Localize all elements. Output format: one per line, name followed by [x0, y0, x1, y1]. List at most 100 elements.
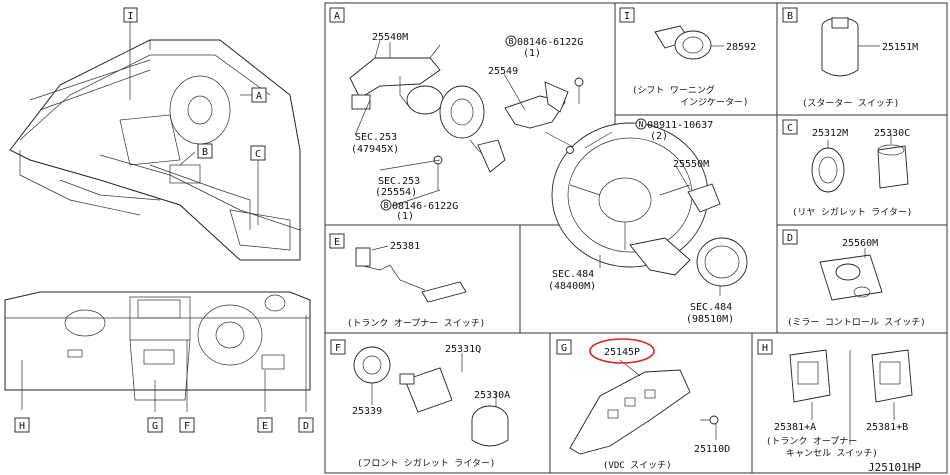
label-28592: 28592 — [726, 42, 756, 53]
label-25330A: 25330A — [474, 390, 510, 401]
airbag-module-drawing — [696, 237, 748, 287]
panel-G-tag: G — [556, 339, 572, 355]
label-sec253-b-sub: (25554) — [375, 187, 417, 198]
svg-text:I: I — [624, 11, 630, 22]
overview-tag-A[interactable]: A — [251, 87, 267, 103]
label-bolt-1-qty: (1) — [523, 48, 541, 59]
dashboard-overview-top — [9, 22, 301, 261]
starter-switch-drawing — [821, 17, 880, 77]
nut-n-circle — [635, 118, 647, 130]
svg-text:E: E — [262, 421, 268, 432]
label-sec484-a: SEC.484 — [552, 269, 594, 280]
panel-F-tag: F — [330, 339, 346, 355]
label-sec484-a-sub: (48400M) — [548, 281, 596, 292]
label-sec253-a: SEC.253 — [355, 132, 397, 143]
drawing-code: J25101HP — [868, 461, 921, 474]
bolt-b-circle-1-letter: B — [509, 37, 514, 46]
label-25330C: 25330C — [874, 128, 910, 139]
caption-H-line1: (トランク オープナー — [766, 436, 857, 447]
trunk-opener-switch-drawing — [355, 245, 467, 303]
overview-tag-D[interactable]: D — [298, 417, 314, 433]
label-25110D: 25110D — [694, 444, 730, 455]
overview-tag-G[interactable]: G — [147, 417, 163, 433]
overview-tag-E[interactable]: E — [257, 417, 273, 433]
svg-text:H: H — [762, 343, 768, 354]
caption-F: (フロント シガレット ライター) — [357, 458, 495, 469]
label-25540M: 25540M — [372, 32, 408, 43]
panel-D-tag: D — [782, 229, 798, 245]
svg-text:B: B — [787, 11, 793, 22]
bolt-b-circle-2 — [380, 199, 392, 211]
label-bolt-1: 08146-6122G — [517, 37, 583, 48]
caption-I-line1: (シフト ワーニング — [632, 84, 715, 96]
label-sec484-b: SEC.484 — [690, 302, 732, 313]
label-bolt-2: 08146-6122G — [392, 201, 458, 212]
panel-E-border — [324, 224, 521, 334]
caption-C: (リヤ シガレット ライター) — [792, 207, 912, 218]
svg-text:I: I — [127, 11, 133, 22]
svg-text:G: G — [561, 343, 567, 354]
front-lighter-drawing — [353, 346, 509, 447]
paddle-shifter-drawing — [504, 81, 576, 149]
caption-H-line2: キャンセル スイッチ) — [786, 448, 878, 459]
panel-H-tag: H — [757, 339, 773, 355]
bolt-drawing — [433, 77, 584, 190]
caption-E: (トランク オープナー スイッチ) — [347, 318, 485, 329]
svg-text:A: A — [256, 91, 262, 102]
label-sec253-a-sub: (47945X) — [351, 144, 399, 155]
clock-spring-drawing — [439, 85, 506, 173]
label-25145P[interactable]: 25145P — [604, 347, 640, 358]
panel-A-tag: A — [329, 7, 345, 23]
panel-B-tag: B — [782, 7, 798, 23]
caption-I-line2: インジケーター) — [680, 97, 748, 108]
highlight-25145P — [589, 338, 655, 364]
vdc-switch-drawing — [569, 359, 719, 455]
bolt-b-circle-1 — [505, 35, 517, 47]
label-25381-A: 25381+A — [774, 422, 816, 433]
label-25560M: 25560M — [842, 238, 878, 249]
svg-text:C: C — [787, 123, 793, 134]
overview-tag-C[interactable]: C — [250, 145, 266, 161]
label-25381-B: 25381+B — [866, 422, 908, 433]
bolt-b-circle-2-letter: B — [384, 201, 389, 210]
overview-tag-F[interactable]: F — [179, 417, 195, 433]
caption-B: (スターター スイッチ) — [802, 98, 899, 109]
overview-tag-H[interactable]: H — [14, 417, 30, 433]
overview-tag-I[interactable]: I — [123, 7, 138, 23]
label-nut-qty: (2) — [650, 131, 668, 142]
svg-text:H: H — [19, 421, 25, 432]
combination-switch-drawing — [349, 39, 444, 115]
label-25339: 25339 — [352, 406, 382, 417]
svg-text:B: B — [202, 147, 208, 158]
label-25381: 25381 — [390, 241, 420, 252]
svg-text:D: D — [303, 421, 309, 432]
panel-I-tag: I — [619, 7, 635, 23]
label-25151M: 25151M — [882, 42, 918, 53]
steering-side-switch-drawing — [687, 183, 721, 213]
caption-G: (VDC スイッチ) — [603, 460, 672, 471]
svg-text:F: F — [184, 421, 190, 432]
label-25312M: 25312M — [812, 128, 848, 139]
svg-text:D: D — [787, 233, 793, 244]
panel-C-tag: C — [782, 119, 798, 135]
overview-tag-B[interactable]: B — [197, 143, 213, 159]
shift-warning-indicator-drawing — [654, 25, 724, 60]
label-nut: 08911-10637 — [647, 120, 713, 131]
label-sec484-b-sub: (98510M) — [686, 314, 734, 325]
svg-text:E: E — [334, 237, 340, 248]
label-25550M: 25550M — [673, 159, 709, 170]
dashboard-overview-front — [4, 291, 311, 412]
caption-D: (ミラー コントロール スイッチ) — [787, 317, 926, 328]
trunk-opener-cancel-switch-drawing — [789, 349, 913, 445]
panel-E-tag: E — [329, 233, 345, 249]
mirror-control-switch-drawing — [819, 248, 883, 301]
steering-wheel-drawing — [551, 122, 709, 276]
label-25549: 25549 — [488, 66, 518, 77]
svg-text:A: A — [334, 11, 340, 22]
panel-H-border — [751, 332, 948, 474]
label-bolt-2-qty: (1) — [396, 211, 414, 222]
svg-text:C: C — [255, 149, 261, 160]
label-sec253-b: SEC.253 — [378, 176, 420, 187]
svg-text:F: F — [335, 343, 341, 354]
